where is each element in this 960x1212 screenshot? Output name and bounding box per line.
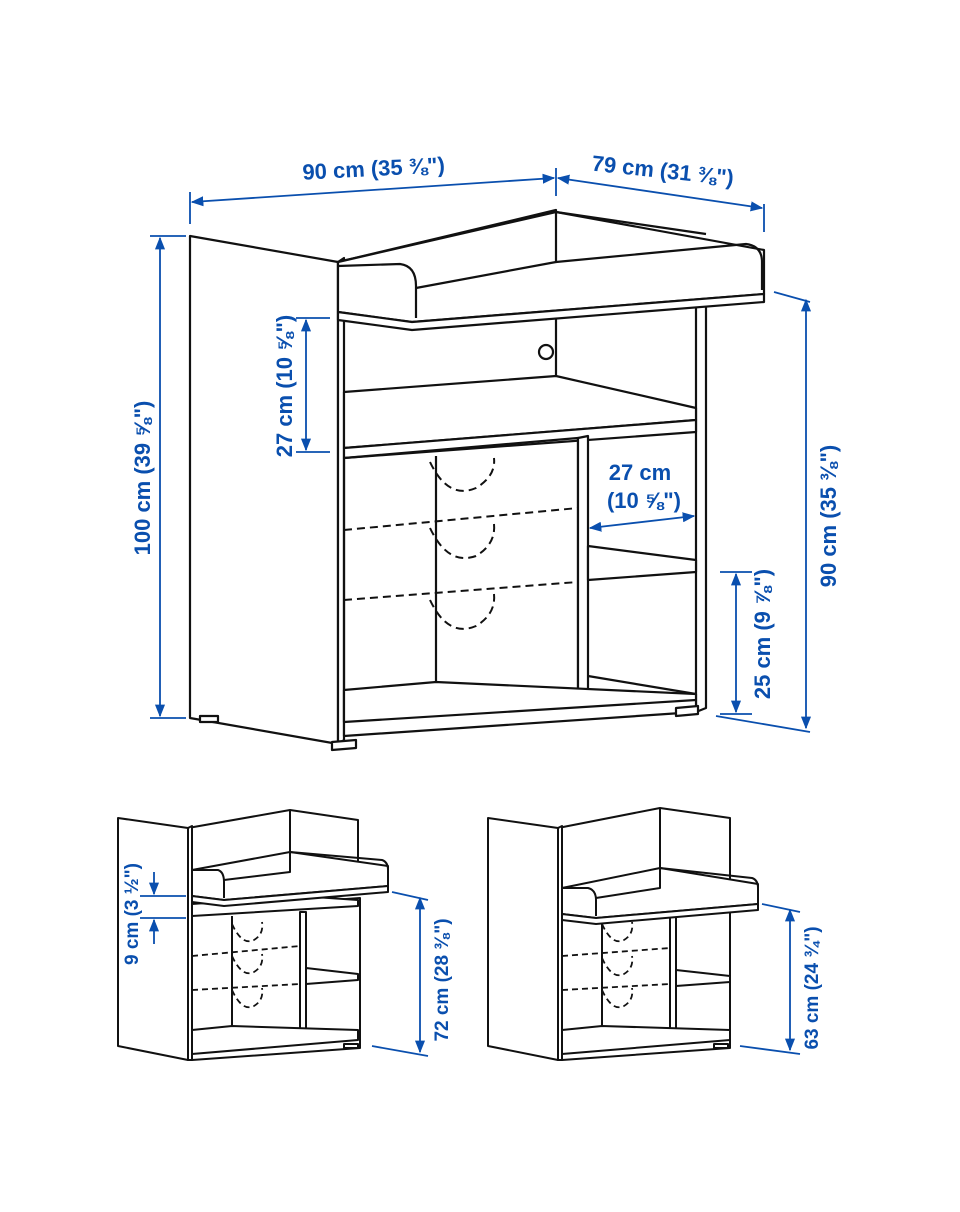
lower-shelf-height-label: 25 cm (9 ⅞") [750,569,775,699]
width-label: 90 cm (35 ⅜") [302,152,446,184]
variant-middle-hidden-lines [191,921,301,1009]
variant-low-hidden-lines [561,921,671,1009]
compartment-width-label-line2: (10 ⅝") [607,488,681,513]
main-cabinet-hidden-lines [343,457,579,630]
middle-gap-label: 9 cm (3 ½") [122,863,143,965]
main-dimension-labels: 90 cm (35 ⅜") 79 cm (31 ⅜") 100 cm (39 ⅝… [130,151,841,699]
compartment-width-label-line1: 27 cm [609,460,671,485]
total-height-label: 100 cm (39 ⅝") [130,401,155,556]
variant-middle-dimension-lines [140,872,429,1057]
table-height-label: 90 cm (35 ⅜") [816,445,841,588]
variant-middle-labels: 9 cm (3 ½") 72 cm (28 ⅜") [122,863,453,1042]
variant-low-labels: 63 cm (24 ¾") [802,926,823,1049]
depth-label: 79 cm (31 ⅜") [591,151,735,191]
variant-low-dimension-lines [739,903,801,1055]
variant-middle-drawing [117,809,389,1061]
upper-opening-label: 27 cm (10 ⅝") [272,315,297,458]
middle-table-height-label: 72 cm (28 ⅜") [432,918,453,1041]
main-dimension-lines [150,168,812,733]
low-table-height-label: 63 cm (24 ¾") [802,926,823,1049]
variant-low-drawing [487,807,759,1061]
main-cabinet-drawing [188,208,766,752]
